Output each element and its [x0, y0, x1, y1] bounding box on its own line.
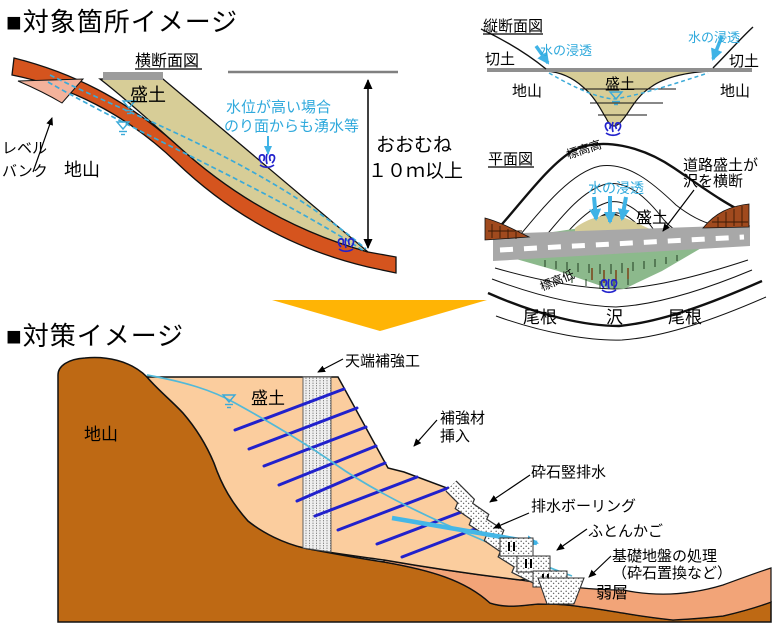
cut-patch-hatch — [488, 206, 748, 239]
level-bank-pointer-arrow — [32, 117, 53, 173]
valley-embankment-label: 盛土 — [605, 76, 635, 93]
level-bank-label-1: レベル — [2, 140, 47, 157]
foundation-label-1: 基礎地盤の処理 — [612, 548, 717, 565]
road-note-arrow — [662, 189, 695, 232]
reinforce-pointer-arrow — [413, 419, 438, 447]
ridge-right-label: 尾根 — [668, 308, 702, 327]
gabion-pointer-arrow — [556, 528, 588, 551]
boring-label: 排水ボーリング — [531, 498, 636, 515]
transition-arrow-icon — [272, 300, 487, 331]
seepage-label: 水の浸透 — [588, 180, 644, 196]
seepage-arrow — [617, 196, 630, 221]
drain-label: 砕石竪排水 — [531, 464, 606, 481]
level-bank-label-2: バンク — [2, 163, 48, 180]
road-note-1: 道路盛土が — [683, 157, 758, 174]
gabion-label: ふとんかご — [588, 523, 663, 540]
cut-slope-right — [712, 26, 754, 69]
contour-line-bold — [487, 279, 763, 328]
embankment-fill — [98, 78, 369, 253]
countermeasure-diagram: 地山 盛土 天端補強工 補強材 挿入 砕石竪排水 排水ボーリング ふとんかご 基… — [57, 353, 772, 623]
foundation-treatment-block — [537, 577, 585, 605]
contour-line — [491, 269, 753, 308]
cut-label-left: 切土 — [485, 51, 515, 68]
section-title-target: ■対象箇所イメージ — [6, 7, 238, 37]
cut-slope-patch-left — [484, 217, 531, 241]
drain-pointer-arrow — [489, 474, 531, 503]
longitudinal-title: 縦断面図 — [483, 18, 543, 35]
embankment-slope-green — [516, 247, 703, 289]
seepage-label-left: 水の浸透 — [540, 43, 592, 58]
elevation-high-label: 標高高 — [564, 136, 603, 161]
contour-line — [495, 296, 767, 341]
ground-label-left: 地山 — [512, 83, 542, 100]
road-note-2: 沢を横断 — [683, 173, 743, 190]
slope-hatch-marks — [544, 255, 678, 289]
longitudinal-section-diagram: 縦断面図 切土 切土 水の浸透 水の浸透 地山 地山 盛土 — [480, 18, 759, 137]
groundwater-line-low — [47, 81, 365, 252]
boring-pointer-arrow — [493, 512, 530, 529]
foundation-label-2: （砕石置換など） — [612, 565, 732, 582]
valley-groundwater-line — [548, 72, 709, 100]
road-surface — [103, 72, 163, 80]
crest-pointer-arrow — [317, 358, 344, 373]
plan-view-diagram: 平面図 標高高 標高低 水の浸透 盛土 道路盛土が 沢を横断 尾根 沢 尾根 — [484, 136, 767, 341]
seepage-arrow-left — [534, 44, 550, 65]
seepage-note-1: 水位が高い場合 — [226, 99, 331, 116]
ridge-left-label: 尾根 — [523, 308, 557, 327]
section-title-measure: ■対策イメージ — [6, 321, 184, 351]
ground-label-right: 地山 — [720, 83, 750, 100]
cross-section-diagram: 横断面図 盛土 レベル バンク 地山 水位が高い場合 のり面からも湧水等 おおむ… — [2, 52, 463, 274]
contour-line-bold — [494, 142, 749, 233]
embankment-body — [145, 376, 542, 581]
stream-hatch-marks — [591, 268, 629, 283]
groundwater-line-high — [49, 74, 367, 250]
embankment-label-plan: 盛土 — [636, 209, 668, 227]
seepage-label-right: 水の浸透 — [688, 30, 740, 45]
reinforce-label-2: 挿入 — [440, 428, 470, 445]
plan-title: 平面図 — [488, 151, 533, 168]
cross-section-title: 横断面図 — [135, 52, 199, 70]
cut-label-right: 切土 — [729, 53, 759, 70]
water-table-icon — [116, 121, 130, 136]
spring-icon — [258, 153, 276, 169]
level-bank-area — [17, 78, 85, 104]
crest-label: 天端補強工 — [345, 353, 420, 370]
foundation-pointer-arrow — [588, 555, 612, 578]
contour-line — [539, 182, 683, 244]
valley-label: 沢 — [606, 308, 623, 327]
valley-embankment-fill — [545, 70, 712, 127]
lowered-water-line — [146, 374, 573, 577]
embankment-label: 盛土 — [130, 85, 166, 105]
road-center-line — [499, 234, 745, 253]
pointer-arrows — [317, 358, 612, 578]
weak-layer-label: 弱層 — [596, 584, 628, 602]
height-note-1: おおむね — [376, 135, 452, 156]
reinforcement-nails — [233, 387, 490, 559]
seepage-arrow-right — [711, 35, 724, 61]
embankment-label-cm: 盛土 — [251, 389, 285, 408]
ground-label: 地山 — [64, 160, 100, 180]
height-note-2: １０ｍ以上 — [368, 160, 463, 182]
contour-line — [515, 164, 715, 241]
seepage-note-2: のり面からも湧水等 — [224, 117, 359, 135]
seepage-arrow — [589, 196, 602, 221]
gabion-marks — [508, 542, 549, 583]
ground-label-cm: 地山 — [84, 425, 118, 444]
reinforce-label-1: 補強材 — [440, 410, 485, 427]
